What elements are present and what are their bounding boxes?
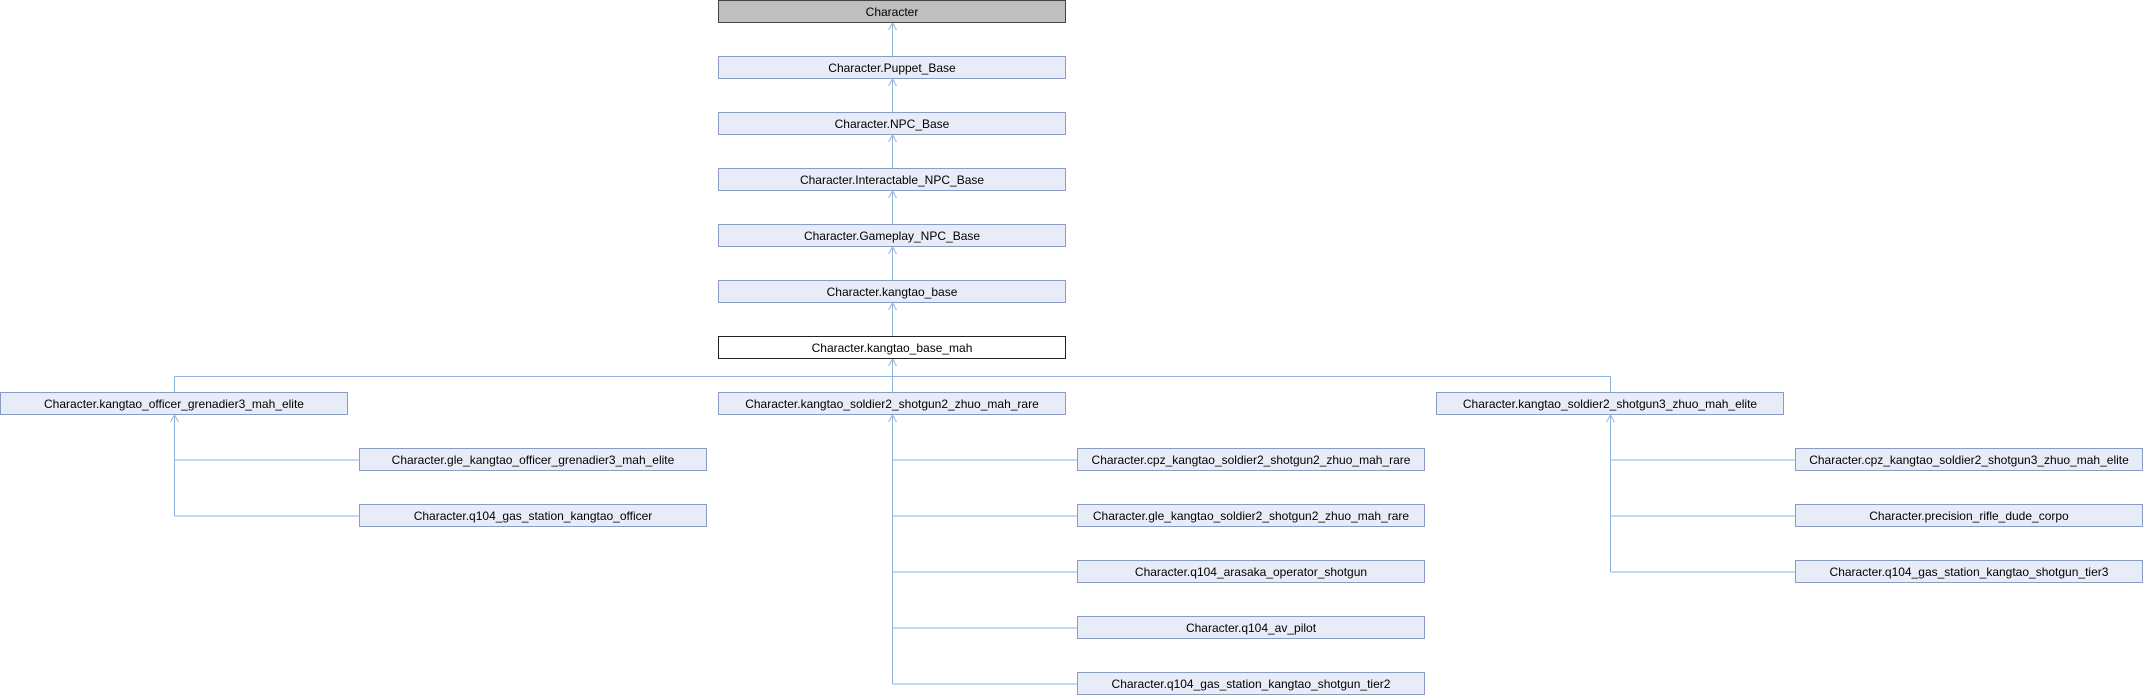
node-q104-av-pilot[interactable]: Character.q104_av_pilot xyxy=(1077,616,1425,639)
inheritance-arrow-icon xyxy=(888,133,897,143)
inheritance-arrow-icon xyxy=(888,413,897,423)
node-cpz-soldier2-shotgun3[interactable]: Character.cpz_kangtao_soldier2_shotgun3_… xyxy=(1795,448,2143,471)
node-q104-gas-station-shotgun-tier3[interactable]: Character.q104_gas_station_kangtao_shotg… xyxy=(1795,560,2143,583)
inheritance-arrow-icon xyxy=(170,413,179,423)
node-gameplay-npc-base[interactable]: Character.Gameplay_NPC_Base xyxy=(718,224,1066,247)
node-gle-officer-grenadier3[interactable]: Character.gle_kangtao_officer_grenadier3… xyxy=(359,448,707,471)
inheritance-arrow-icon xyxy=(888,357,897,367)
inheritance-arrow-icon xyxy=(888,245,897,255)
node-npc-base[interactable]: Character.NPC_Base xyxy=(718,112,1066,135)
node-officer-grenadier3-mah-elite[interactable]: Character.kangtao_officer_grenadier3_mah… xyxy=(0,392,348,415)
node-kangtao-base[interactable]: Character.kangtao_base xyxy=(718,280,1066,303)
node-q104-arasaka-operator-shotgun[interactable]: Character.q104_arasaka_operator_shotgun xyxy=(1077,560,1425,583)
node-puppet-base[interactable]: Character.Puppet_Base xyxy=(718,56,1066,79)
node-q104-gas-station-shotgun-tier2[interactable]: Character.q104_gas_station_kangtao_shotg… xyxy=(1077,672,1425,695)
inheritance-arrow-icon xyxy=(1606,413,1615,423)
node-kangtao-base-mah[interactable]: Character.kangtao_base_mah xyxy=(718,336,1066,359)
node-interactable-npc-base[interactable]: Character.Interactable_NPC_Base xyxy=(718,168,1066,191)
inheritance-arrow-icon xyxy=(888,77,897,87)
node-character[interactable]: Character xyxy=(718,0,1066,23)
inheritance-arrow-icon xyxy=(888,301,897,311)
inheritance-arrow-icon xyxy=(888,21,897,31)
node-precision-rifle-dude-corpo[interactable]: Character.precision_rifle_dude_corpo xyxy=(1795,504,2143,527)
node-cpz-soldier2-shotgun2[interactable]: Character.cpz_kangtao_soldier2_shotgun2_… xyxy=(1077,448,1425,471)
node-soldier2-shotgun2-zhuo-mah-rare[interactable]: Character.kangtao_soldier2_shotgun2_zhuo… xyxy=(718,392,1066,415)
inheritance-arrow-icon xyxy=(888,189,897,199)
node-gle-soldier2-shotgun2[interactable]: Character.gle_kangtao_soldier2_shotgun2_… xyxy=(1077,504,1425,527)
node-q104-gas-station-officer[interactable]: Character.q104_gas_station_kangtao_offic… xyxy=(359,504,707,527)
node-soldier2-shotgun3-zhuo-mah-elite[interactable]: Character.kangtao_soldier2_shotgun3_zhuo… xyxy=(1436,392,1784,415)
